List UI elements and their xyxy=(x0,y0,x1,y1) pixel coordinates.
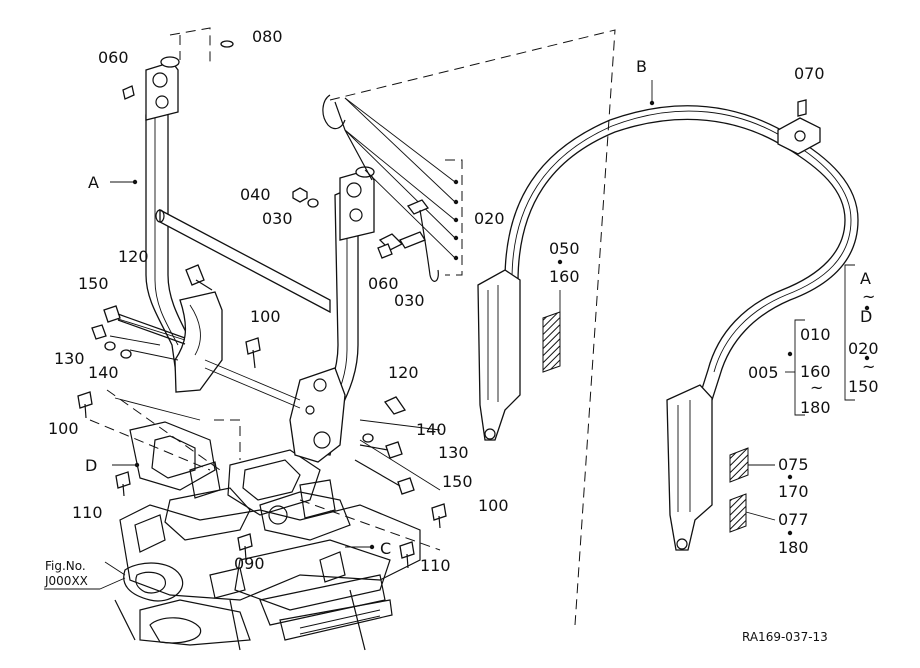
callout-tilde-3: ~ xyxy=(810,378,823,397)
callout-150-b: 150 xyxy=(442,472,473,491)
callout-tilde-1: ~ xyxy=(862,287,875,306)
callout-tilde-2: ~ xyxy=(862,357,875,376)
callout-090: 090 xyxy=(234,554,265,573)
callout-100: 100 xyxy=(250,307,281,326)
callout-030-b: 030 xyxy=(394,291,425,310)
callout-170: 170 xyxy=(778,482,809,501)
callout-180-b: 180 xyxy=(778,538,809,557)
callout-b: B xyxy=(636,57,647,76)
callout-060: 060 xyxy=(98,48,129,67)
base-frame xyxy=(114,421,421,651)
drawing-code: RA169-037-13 xyxy=(742,630,828,644)
callout-020-range: 020 xyxy=(848,339,879,358)
callout-d: D xyxy=(85,456,97,475)
leader-dots xyxy=(110,80,870,550)
callout-110: 110 xyxy=(72,503,103,522)
callout-080: 080 xyxy=(252,27,283,46)
callout-070: 070 xyxy=(794,64,825,83)
callout-077: 077 xyxy=(778,510,809,529)
callout-180: 180 xyxy=(800,398,831,417)
figno-label: Fig.No. xyxy=(45,559,86,573)
callout-010: 010 xyxy=(800,325,831,344)
callout-a-range: A xyxy=(860,269,871,288)
callout-c: C xyxy=(380,539,391,558)
callout-130-b: 130 xyxy=(438,443,469,462)
callout-060-b: 060 xyxy=(368,274,399,293)
callout-050: 050 xyxy=(549,239,580,258)
callout-160: 160 xyxy=(549,267,580,286)
callout-120-b: 120 xyxy=(388,363,419,382)
callout-a: A xyxy=(88,173,99,192)
callout-150-c: 150 xyxy=(848,377,879,396)
callout-030: 030 xyxy=(262,209,293,228)
callout-140-b: 140 xyxy=(416,420,447,439)
rops-frame-a xyxy=(145,56,375,463)
callout-075: 075 xyxy=(778,455,809,474)
figure-number: Fig.No. J000XX xyxy=(44,559,126,590)
rops-frame-b xyxy=(477,105,859,551)
callout-150: 150 xyxy=(78,274,109,293)
callouts: 080 060 A 040 030 020 060 030 120 150 10… xyxy=(48,27,879,575)
callout-110-b: 110 xyxy=(420,556,451,575)
figno-value: J000XX xyxy=(44,574,88,588)
callout-040: 040 xyxy=(240,185,271,204)
callout-140: 140 xyxy=(88,363,119,382)
callout-100-b: 100 xyxy=(48,419,79,438)
hardware xyxy=(77,40,807,569)
callout-160-b: 160 xyxy=(800,362,831,381)
callout-130: 130 xyxy=(54,349,85,368)
callout-100-c: 100 xyxy=(478,496,509,515)
callout-120: 120 xyxy=(118,247,149,266)
leader-lines xyxy=(89,27,855,626)
callout-d-range: D xyxy=(860,307,872,326)
callout-020: 020 xyxy=(474,209,505,228)
callout-005: 005 xyxy=(748,363,779,382)
